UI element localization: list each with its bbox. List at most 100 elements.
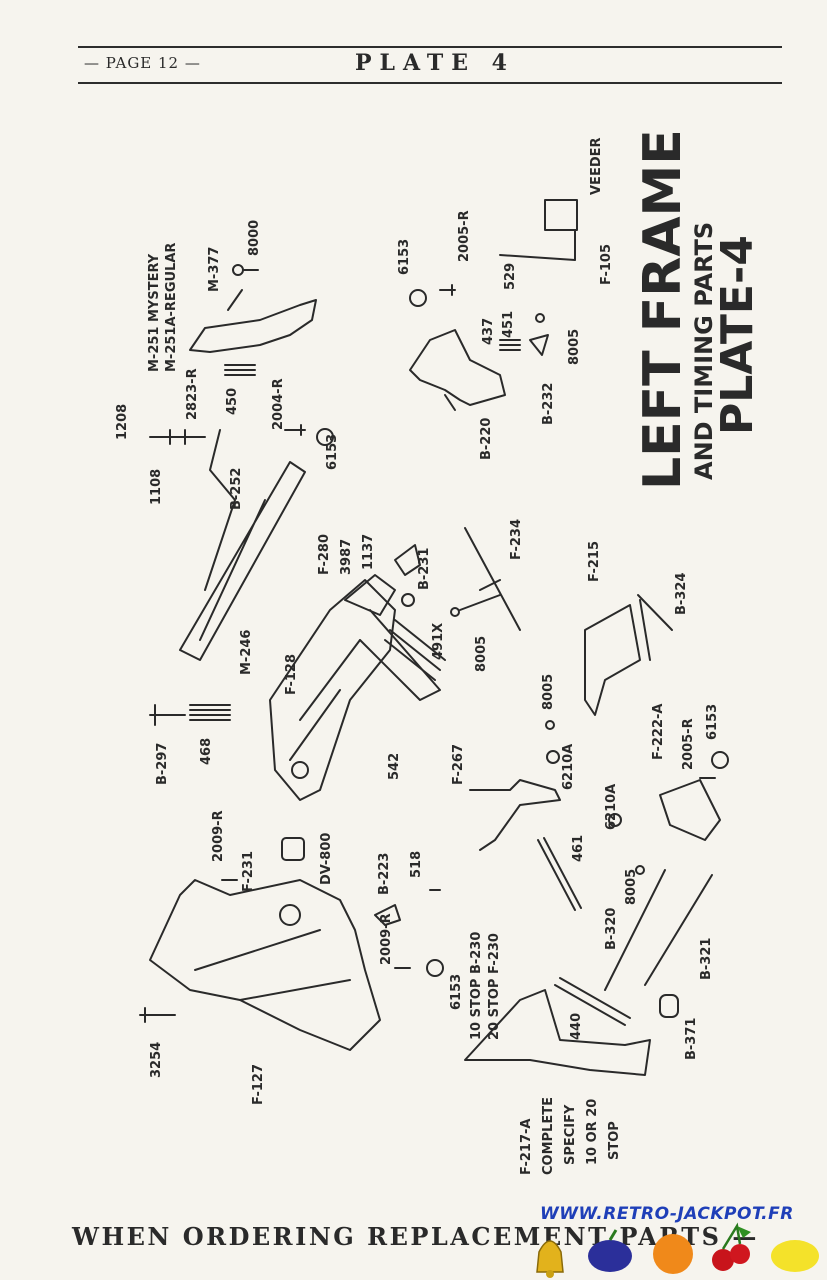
lever-b232 xyxy=(529,334,549,356)
label-6153a: 6153 xyxy=(325,434,340,470)
label-specify: SPECIFY xyxy=(563,1104,578,1165)
label-491x: 491X xyxy=(431,623,446,660)
label-m377: M-377 xyxy=(207,247,222,292)
counter-veeder xyxy=(544,199,578,231)
label-b223: B-223 xyxy=(377,853,392,895)
footer-notice: WHEN ORDERING REPLACEMENT PARTS — xyxy=(72,1222,759,1251)
label-529: 529 xyxy=(503,263,518,290)
sleeve-b371 xyxy=(659,994,679,1018)
label-3254: 3254 xyxy=(149,1042,164,1078)
label-b232: B-232 xyxy=(541,383,556,425)
washer-6153b xyxy=(409,289,427,307)
label-2005b: 2005-R xyxy=(681,718,696,770)
cam-f280 xyxy=(344,574,396,616)
label-b220: B-220 xyxy=(479,418,494,460)
label-m251a: M-251A-REGULAR xyxy=(164,243,179,372)
plum-icon xyxy=(588,1229,632,1272)
lemon-icon xyxy=(771,1240,819,1272)
bracket-f217a xyxy=(464,989,651,1076)
cherries-icon xyxy=(712,1222,751,1271)
title-line3: PLATE-4 xyxy=(712,235,763,435)
label-518: 518 xyxy=(409,851,424,878)
label-468: 468 xyxy=(199,738,214,765)
watermark-fruit-icons xyxy=(536,1222,819,1278)
label-10or20: 10 OR 20 xyxy=(585,1099,600,1165)
thumbscrew-b297 xyxy=(149,704,186,726)
title-line2: AND TIMING PARTS xyxy=(690,222,718,480)
label-veeder: VEEDER xyxy=(589,137,604,195)
rod-b321 xyxy=(644,874,713,986)
label-6210b: 6210A xyxy=(604,784,619,830)
label-3987: 3987 xyxy=(339,539,354,575)
washer-6210b xyxy=(608,813,622,827)
label-b297: B-297 xyxy=(155,743,170,785)
screw-2823 xyxy=(149,429,206,445)
lever-b220 xyxy=(409,329,506,406)
label-stop10: 10 STOP B-230 xyxy=(469,932,484,1040)
label-dv800: DV-800 xyxy=(319,833,334,885)
bell-icon xyxy=(536,1240,564,1278)
lever-m251 xyxy=(189,299,317,353)
label-2009b: 2009-R xyxy=(379,913,394,965)
page-number: — PAGE 12 — xyxy=(84,54,201,72)
screw-3254 xyxy=(139,1007,176,1023)
label-1208: 1208 xyxy=(115,404,130,440)
label-f234: F-234 xyxy=(509,519,524,560)
label-451: 451 xyxy=(501,311,516,338)
arm-f267 xyxy=(469,779,561,851)
label-542: 542 xyxy=(387,753,402,780)
label-b252: B-252 xyxy=(229,468,244,510)
label-1137: 1137 xyxy=(361,534,376,570)
spring-440 xyxy=(554,977,631,1026)
label-f128: F-128 xyxy=(284,654,299,695)
bracket-m246 xyxy=(179,461,306,661)
frame-f127 xyxy=(149,879,381,1051)
pin-8005d xyxy=(635,865,645,875)
label-f231: F-231 xyxy=(241,851,256,892)
spring-468 xyxy=(189,704,231,721)
label-2823: 2823-R xyxy=(185,368,200,420)
header-bottom-rule xyxy=(78,82,782,84)
plate-f222a xyxy=(659,779,721,841)
label-2004: 2004-R xyxy=(271,378,286,430)
spring-451 xyxy=(499,339,521,351)
pin-m377 xyxy=(227,289,243,311)
label-6153b: 6153 xyxy=(397,239,412,275)
rod-b324 xyxy=(637,594,673,631)
pin-8005b xyxy=(450,607,460,617)
orange-icon xyxy=(653,1234,693,1274)
washer-6153a xyxy=(316,428,334,446)
watermark-url: WWW.RETRO-JACKPOT.FR xyxy=(540,1204,794,1224)
label-437: 437 xyxy=(481,318,496,345)
label-f217a: F-217-A xyxy=(519,1119,534,1175)
label-f127: F-127 xyxy=(251,1064,266,1105)
label-f280: F-280 xyxy=(317,534,332,575)
label-8000: 8000 xyxy=(247,220,262,256)
label-450: 450 xyxy=(225,388,240,415)
plate-title: PLATE 4 xyxy=(355,50,515,76)
spring-450 xyxy=(224,364,256,376)
label-2009a: 2009-R xyxy=(211,810,226,862)
title-line1: LEFT FRAME xyxy=(633,129,693,490)
header-top-rule xyxy=(78,46,782,48)
pin-8005a xyxy=(535,313,545,323)
label-461: 461 xyxy=(571,835,586,862)
label-440: 440 xyxy=(569,1013,584,1040)
screw-2005a xyxy=(439,284,456,296)
label-b320: B-320 xyxy=(604,908,619,950)
screw-2004 xyxy=(284,424,306,436)
label-m251: M-251 MYSTERY xyxy=(147,253,162,372)
washer-6153c xyxy=(711,751,729,769)
label-6210a: 6210A xyxy=(561,744,576,790)
bracket-f215 xyxy=(584,599,651,716)
washer-6210a xyxy=(546,750,560,764)
label-stop20: 20 STOP F-230 xyxy=(487,933,502,1040)
screw-8000 xyxy=(232,264,244,276)
frame-f128 xyxy=(269,579,396,801)
spring-461 xyxy=(537,837,582,911)
rod-b252 xyxy=(204,429,236,591)
label-6153c: 6153 xyxy=(705,704,720,740)
label-8005b: 8005 xyxy=(474,636,489,672)
label-8005d: 8005 xyxy=(624,869,639,905)
